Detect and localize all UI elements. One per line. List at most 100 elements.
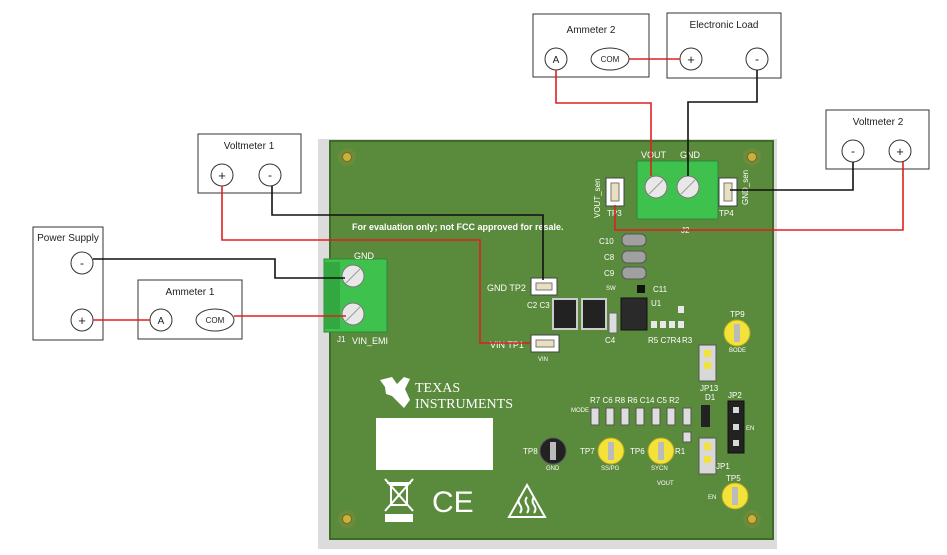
output-connector-j2 xyxy=(636,160,719,220)
label-tp5: TP5 xyxy=(726,474,741,483)
testpoint-tp5 xyxy=(721,482,749,510)
mounting-hole xyxy=(338,148,356,166)
testpoint-tp4 xyxy=(718,177,738,207)
label-jp2: JP2 xyxy=(728,391,742,400)
ammeter-1-terminal-a: A xyxy=(158,316,165,327)
voltmeter-1-minus: - xyxy=(268,168,272,182)
hot-surface-warning-icon xyxy=(507,482,547,518)
wire-ammeter2-a-to-vout xyxy=(555,70,652,176)
wire-vm2-plus-to-vout-sen xyxy=(614,162,904,231)
voltmeter-1-title: Voltmeter 1 xyxy=(224,141,275,152)
ic-u1 xyxy=(620,285,648,331)
capacitor-c2 xyxy=(552,298,578,330)
jumper-jp1 xyxy=(682,431,717,475)
label-r1: R1 xyxy=(675,447,686,456)
ammeter-2-terminal-com: COM xyxy=(601,55,620,64)
label-c8: C8 xyxy=(604,253,615,262)
power-supply-minus: - xyxy=(80,256,84,270)
inductor-stack xyxy=(621,233,647,280)
power-supply-title: Power Supply xyxy=(37,233,99,244)
label-c2c3: C2 C3 xyxy=(527,301,550,310)
label-gnd-tp8: GND xyxy=(546,466,560,472)
label-sw: SW xyxy=(606,286,616,292)
resistor-row xyxy=(590,405,710,427)
mounting-hole xyxy=(743,510,761,528)
mounting-hole xyxy=(743,148,761,166)
electronic-load-minus: - xyxy=(755,52,759,66)
testpoint-tp1 xyxy=(530,334,560,353)
label-c4: C4 xyxy=(605,336,616,345)
label-area xyxy=(376,418,493,470)
input-connector-j1 xyxy=(323,258,388,333)
label-jp1: JP1 xyxy=(716,462,730,471)
ce-mark: CE xyxy=(432,486,474,519)
label-mode: MODE xyxy=(571,408,589,414)
ammeter-1-terminal-com: COM xyxy=(206,316,225,325)
label-gnd-tp2: GND TP2 xyxy=(487,283,526,293)
label-tp9: TP9 xyxy=(730,310,745,319)
label-j1: J1 xyxy=(337,335,346,344)
wire-vm2-minus-to-gnd-sen xyxy=(730,162,854,191)
voltmeter-1-plus: + xyxy=(218,168,226,183)
brand-line2: INSTRUMENTS xyxy=(415,397,513,412)
electronic-load-box xyxy=(666,12,782,79)
label-r5c7r4: R5 C7R4 xyxy=(648,336,681,345)
label-tp6: TP6 xyxy=(630,447,645,456)
jumper-jp2 xyxy=(727,400,745,454)
label-r-row: R7 C6 R8 R6 C14 C5 R2 xyxy=(590,396,680,405)
power-supply-plus: + xyxy=(78,313,86,328)
label-gnd-sen: GND_sen xyxy=(741,170,750,205)
ammeter-1-title: Ammeter 1 xyxy=(166,287,215,298)
brand-line1: TEXAS xyxy=(415,381,460,396)
testpoint-tp9 xyxy=(723,319,751,347)
label-c11: C11 xyxy=(653,285,668,294)
label-en-tp5: EN xyxy=(708,495,716,501)
label-r3: R3 xyxy=(682,336,693,345)
jumper-jp13 xyxy=(698,344,717,382)
label-vin-tp1: VIN TP1 xyxy=(490,340,524,350)
board-notice: For evaluation only; not FCC approved fo… xyxy=(352,222,564,232)
voltmeter-2-box xyxy=(825,109,930,170)
testpoint-tp7 xyxy=(597,437,625,465)
ammeter-1-box xyxy=(137,279,243,340)
label-gnd-top: GND xyxy=(680,150,701,160)
small-components xyxy=(651,306,684,328)
label-tp4: TP4 xyxy=(719,209,734,218)
label-tp7: TP7 xyxy=(580,447,595,456)
testpoint-tp3 xyxy=(605,177,625,207)
label-vout: VOUT xyxy=(641,150,667,160)
mounting-hole xyxy=(338,510,356,528)
label-vin-small: VIN xyxy=(538,357,548,363)
capacitor-c3 xyxy=(581,298,607,330)
weee-icon xyxy=(384,478,414,522)
ammeter-2-box xyxy=(532,13,650,78)
ammeter-2-title: Ammeter 2 xyxy=(567,25,616,36)
ammeter-2-terminal-a: A xyxy=(553,55,560,66)
label-vout-small: VOUT xyxy=(657,481,674,487)
wire-eload-minus-to-gnd xyxy=(687,70,758,176)
wire-vm1-plus-to-vin xyxy=(221,186,531,344)
label-c10: C10 xyxy=(599,237,614,246)
capacitor-c4 xyxy=(608,312,618,334)
label-bode: BODE xyxy=(729,348,746,354)
label-d1: D1 xyxy=(705,393,716,402)
label-vout-sen: VOUT_sen xyxy=(593,178,602,218)
testpoint-tp2 xyxy=(530,277,558,296)
voltmeter-2-title: Voltmeter 2 xyxy=(853,117,904,128)
label-u1: U1 xyxy=(651,299,662,308)
voltmeter-1-box xyxy=(197,133,302,194)
label-sspg: SS/PG xyxy=(601,466,620,472)
voltmeter-2-minus: - xyxy=(851,144,855,158)
label-tp8: TP8 xyxy=(523,447,538,456)
voltmeter-2-plus: + xyxy=(896,144,904,159)
power-supply-box xyxy=(32,226,104,341)
wire-ps-minus-to-j1-gnd xyxy=(93,258,345,279)
electronic-load-title: Electronic Load xyxy=(690,20,759,31)
wire-vm1-minus-to-gnd-tp2 xyxy=(271,186,544,280)
label-sycn: SYCN xyxy=(651,466,668,472)
label-en-jp2: EN xyxy=(746,426,754,432)
label-vin-emi: VIN_EMI xyxy=(352,336,388,346)
label-jp13: JP13 xyxy=(700,384,719,393)
electronic-load-plus: + xyxy=(687,52,695,67)
label-gnd-left: GND xyxy=(354,251,375,261)
